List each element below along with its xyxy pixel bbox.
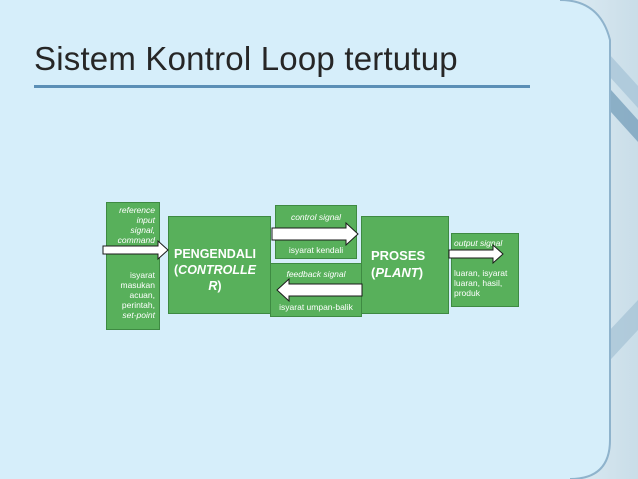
title-underline	[34, 85, 530, 88]
feedback-arrow	[276, 277, 363, 303]
slide-title: Sistem Kontrol Loop tertutup	[34, 40, 458, 77]
plant-paren-close: )	[418, 265, 424, 280]
controller-line-2: (CONTROLLE	[174, 262, 272, 278]
output-label-en: output signal	[454, 238, 503, 248]
output-label-id: luaran, isyarat luaran, hasil, produk	[454, 268, 518, 298]
control-signal-label-en: control signal	[290, 212, 342, 222]
controller-en-word-end: R	[208, 279, 218, 293]
input-en-line: input	[136, 215, 155, 225]
feedback-signal-label-en: feedback signal	[286, 269, 346, 279]
controller-paren-close: )	[217, 279, 222, 293]
input-id-line: perintah,	[121, 300, 155, 310]
controller-paren-open: (	[174, 263, 179, 277]
controller-en-word: CONTROLLE	[178, 263, 256, 277]
control-signal-label-id: isyarat kendali	[288, 245, 344, 255]
output-id-line: luaran, hasil,	[454, 278, 503, 288]
input-signal-box	[106, 202, 160, 330]
controller-line-1: PENGENDALI	[174, 247, 256, 261]
input-arrow	[102, 239, 169, 261]
plant-en-word: PLANT	[375, 265, 419, 280]
output-arrow	[448, 243, 504, 265]
plant-label: PROSES (PLANT)	[371, 247, 449, 281]
output-signal-box	[451, 233, 519, 307]
controller-box	[168, 216, 271, 314]
input-id-line: set-point	[122, 310, 155, 320]
input-id-line: masukan	[120, 280, 156, 290]
plant-box	[361, 216, 449, 314]
input-label-id: isyarat masukan acuan, perintah, set-poi…	[106, 270, 156, 320]
controller-line-3: R)	[174, 278, 256, 294]
input-en-line: reference	[119, 205, 155, 215]
output-id-line: produk	[454, 288, 480, 298]
input-label-en: reference input signal, command	[106, 205, 155, 245]
input-en-line: command	[117, 235, 155, 245]
plant-line-1: PROSES	[371, 248, 426, 263]
control-signal-arrow	[271, 221, 359, 247]
output-id-line: luaran, isyarat	[454, 268, 508, 278]
input-id-line: isyarat	[129, 270, 155, 280]
input-id-line: acuan,	[129, 290, 155, 300]
feedback-signal-label-id: isyarat umpan-balik	[279, 302, 353, 312]
plant-line-2: (PLANT)	[371, 264, 449, 281]
input-en-line: signal,	[130, 225, 155, 235]
controller-label: PENGENDALI (CONTROLLE R)	[174, 246, 272, 294]
plant-paren-open: (	[371, 265, 376, 280]
